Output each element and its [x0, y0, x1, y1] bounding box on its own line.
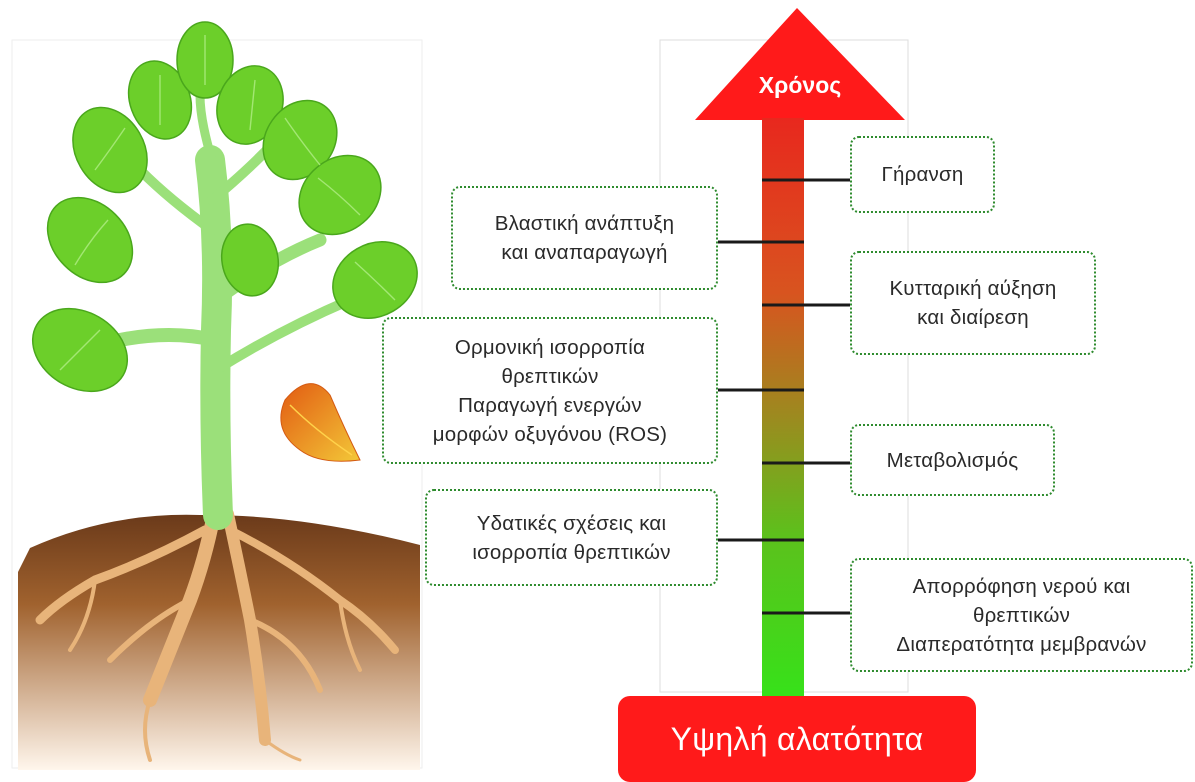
- box-line: θρεπτικών: [973, 601, 1070, 630]
- box-line: Κυτταρική αύξηση: [889, 274, 1056, 303]
- box-line: Απορρόφηση νερού και: [913, 572, 1131, 601]
- box-water-uptake: Απορρόφηση νερού και θρεπτικών Διαπερατό…: [850, 558, 1193, 672]
- time-arrowhead: [695, 8, 905, 120]
- box-line: μορφών οξυγόνου (ROS): [433, 420, 667, 449]
- box-line: θρεπτικών: [501, 362, 598, 391]
- high-salinity-label: Υψηλή αλατότητα: [618, 696, 976, 782]
- box-line: Παραγωγή ενεργών: [458, 391, 642, 420]
- box-line: και αναπαραγωγή: [501, 238, 667, 267]
- box-metabolism: Μεταβολισμός: [850, 424, 1055, 496]
- box-vegetative-growth: Βλαστική ανάπτυξη και αναπαραγωγή: [451, 186, 718, 290]
- box-line: και διαίρεση: [917, 303, 1029, 332]
- box-line: Διαπερατότητα μεμβρανών: [896, 630, 1146, 659]
- box-hormonal-balance: Ορμονική ισορροπία θρεπτικών Παραγωγή εν…: [382, 317, 718, 464]
- box-line: Υδατικές σχέσεις και: [477, 509, 666, 538]
- time-axis-label: Χρόνος: [715, 70, 885, 100]
- box-line: Ορμονική ισορροπία: [455, 333, 645, 362]
- soil: [18, 515, 420, 770]
- box-line: Βλαστική ανάπτυξη: [495, 209, 675, 238]
- box-cell-growth: Κυτταρική αύξηση και διαίρεση: [850, 251, 1096, 355]
- box-senescence: Γήρανση: [850, 136, 995, 213]
- box-line: Μεταβολισμός: [887, 446, 1019, 475]
- box-water-relations: Υδατικές σχέσεις και ισορροπία θρεπτικών: [425, 489, 718, 586]
- plant-illustration: [12, 22, 431, 770]
- box-line: ισορροπία θρεπτικών: [472, 538, 670, 567]
- box-line: Γήρανση: [882, 160, 964, 189]
